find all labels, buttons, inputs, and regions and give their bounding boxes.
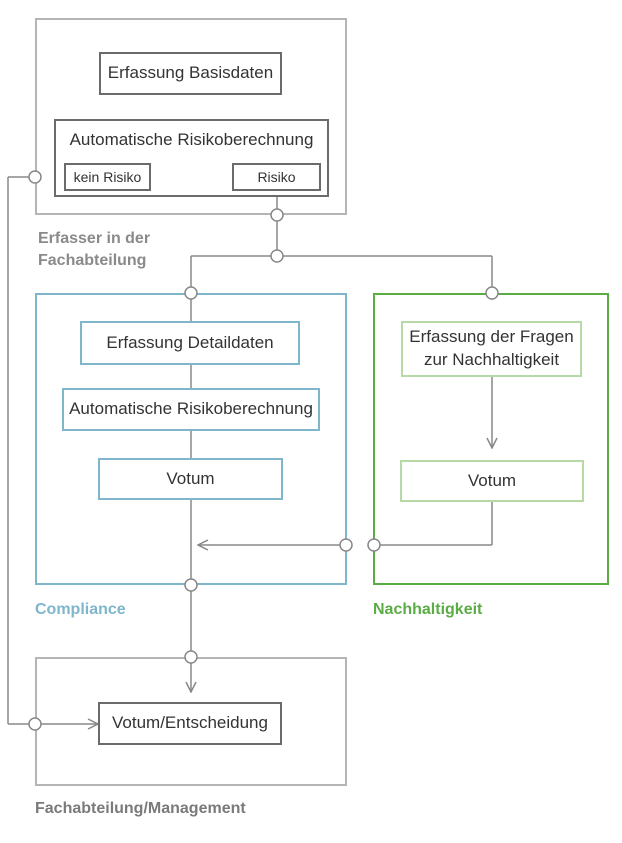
nachhaltigkeit-entry-circle — [485, 286, 499, 300]
erfassung-basisdaten-box: Erfassung Basisdaten — [99, 52, 282, 95]
split-node-circle — [270, 249, 284, 263]
questions-line2: zur Nachhaltigkeit — [423, 350, 560, 369]
nachhaltigkeit-exit-circle — [367, 538, 381, 552]
nachhaltigkeit-zone-label: Nachhaltigkeit — [373, 601, 483, 618]
erfasser-zone-label: Erfasser in der Fachabteilung — [38, 228, 150, 273]
erfassung-fragen-nachhaltigkeit-box: Erfassung der Fragen zur Nachhaltigkeit — [401, 321, 582, 377]
management-bypass-circle — [28, 717, 42, 731]
erfasser-exit-circle — [270, 208, 284, 222]
management-zone-label: Fachabteilung/Management — [35, 800, 246, 817]
votum-entscheidung-box: Votum/Entscheidung — [98, 702, 282, 745]
risiko-box: Risiko — [232, 163, 321, 191]
erfasser-label-line1: Erfasser in der — [38, 230, 151, 247]
management-entry-circle — [184, 650, 198, 664]
erfasser-label-line2: Fachabteilung — [38, 252, 147, 270]
questions-line1: Erfassung der Fragen — [409, 327, 574, 347]
no-risk-port-circle — [28, 170, 42, 184]
erfassung-detaildaten-box: Erfassung Detaildaten — [80, 321, 300, 365]
risk-calc-label: Automatische Risikoberechnung — [69, 130, 314, 149]
compliance-entry-circle — [184, 286, 198, 300]
compliance-return-circle — [339, 538, 353, 552]
nachhaltigkeit-votum-box: Votum — [400, 460, 584, 502]
compliance-risikoberechnung-box: Automatische Risikoberechnung — [62, 388, 320, 431]
compliance-exit-circle — [184, 578, 198, 592]
kein-risiko-box: kein Risiko — [64, 163, 151, 191]
erfasser-zone-frame — [35, 18, 347, 215]
compliance-votum-box: Votum — [98, 458, 283, 500]
compliance-zone-label: Compliance — [35, 601, 126, 618]
